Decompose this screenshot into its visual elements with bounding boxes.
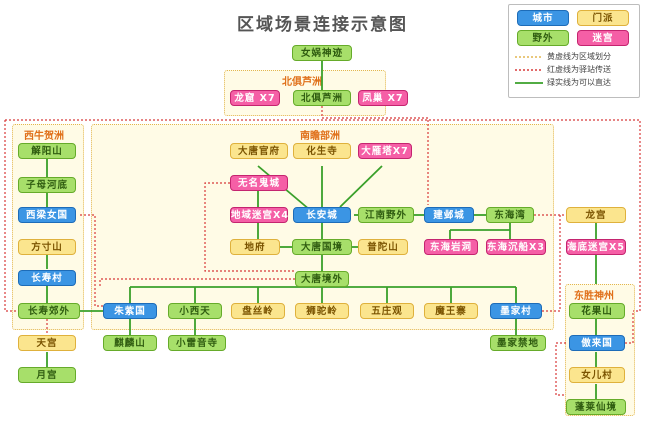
node-mojiacun[interactable]: 墨家村	[490, 303, 542, 319]
node-jieyangshan[interactable]: 解阳山	[18, 143, 76, 159]
legend-sect: 门派	[577, 10, 629, 26]
node-beijuluzhou[interactable]: 北俱芦洲	[293, 90, 351, 106]
node-nverecun[interactable]: 女儿村	[569, 367, 625, 383]
node-fengchao[interactable]: 凤巢 X7	[358, 90, 408, 106]
link-dayanta-changan	[339, 165, 383, 208]
node-changancheng[interactable]: 长安城	[293, 207, 351, 223]
node-putuoshan[interactable]: 普陀山	[358, 239, 408, 255]
legend-green-text: 绿实线为可以直达	[547, 78, 611, 87]
legend-red-text: 红虚线为驿站传送	[547, 65, 611, 74]
legend-dungeon: 迷宫	[577, 30, 629, 46]
node-donghaiyandong[interactable]: 东海岩洞	[424, 239, 478, 255]
node-mojiajindi[interactable]: 墨家禁地	[490, 335, 546, 351]
node-difumigong[interactable]: 地域迷宫X4	[230, 207, 288, 223]
node-datangguojing[interactable]: 大唐国境	[292, 239, 352, 255]
zone-beijuluzhou-title: 北俱芦洲	[282, 77, 322, 88]
node-datangjingwai[interactable]: 大唐境外	[295, 271, 349, 287]
tp-beiju-changan	[321, 106, 429, 205]
node-xiaoleiyinsi[interactable]: 小雷音寺	[168, 335, 226, 351]
page-title: 区域场景连接示意图	[237, 15, 408, 35]
legend-wild: 野外	[517, 30, 569, 46]
node-zhuziguo[interactable]: 朱紫国	[103, 303, 157, 319]
node-fangcunshan[interactable]: 方寸山	[18, 239, 76, 255]
tp-aolai-right	[625, 311, 634, 344]
node-mowangzhai[interactable]: 魔王寨	[424, 303, 478, 319]
node-changshoucun[interactable]: 长寿村	[18, 270, 76, 286]
zone-dongshengshenzhou-title: 东胜神州	[574, 291, 614, 302]
node-difu[interactable]: 地府	[230, 239, 280, 255]
legend-city: 城市	[517, 10, 569, 26]
tp-aolai-penglai	[555, 342, 566, 396]
node-haidimigong[interactable]: 海底迷宫X5	[566, 239, 626, 255]
tp-xiliang-zhuzi	[80, 214, 103, 307]
node-qilinshan[interactable]: 麒麟山	[103, 335, 157, 351]
node-longku[interactable]: 龙窟 X7	[230, 90, 280, 106]
node-xiliangnvguo[interactable]: 西梁女国	[18, 207, 76, 223]
tp-guicheng-jingwai	[204, 182, 295, 272]
node-datangguanfu[interactable]: 大唐官府	[230, 143, 288, 159]
node-jiangnanyewai[interactable]: 江南野外	[358, 207, 414, 223]
zone-xiniuhezhou-title: 西牛贺洲	[24, 131, 64, 142]
node-nuwa[interactable]: 女娲神迹	[292, 45, 352, 61]
node-changshoujiaowai[interactable]: 长寿郊外	[18, 303, 80, 319]
node-xiaoxitian[interactable]: 小西天	[168, 303, 222, 319]
node-wumingguicheng[interactable]: 无名鬼城	[230, 175, 288, 191]
legend: 城市 门派 野外 迷宫 黄虚线为区域划分 红虚线为驿站传送 绿实线为可以直达	[508, 4, 640, 98]
node-zimuhedi[interactable]: 子母河底	[18, 177, 76, 193]
node-wuzhuangguan[interactable]: 五庄观	[360, 303, 414, 319]
legend-yellow-text: 黄虚线为区域划分	[547, 52, 611, 61]
node-penglaixianjing[interactable]: 蓬莱仙境	[566, 399, 626, 415]
node-longgong[interactable]: 龙宫	[566, 207, 626, 223]
node-huashengsi[interactable]: 化生寺	[293, 143, 351, 159]
node-donghaiwan[interactable]: 东海湾	[486, 207, 534, 223]
node-donghaichenchuan[interactable]: 东海沉船X3	[486, 239, 546, 255]
tp-jingwai-west	[99, 278, 295, 286]
tp-mojia-east	[542, 215, 561, 312]
node-yuegong[interactable]: 月宫	[18, 367, 76, 383]
node-jianyecheng[interactable]: 建邺城	[424, 207, 474, 223]
zone-nanzhanbuzhou-title: 南瞻部洲	[300, 131, 340, 142]
node-shituoling[interactable]: 狮驼岭	[295, 303, 349, 319]
node-aolaiguo[interactable]: 傲来国	[569, 335, 625, 351]
node-pansiling[interactable]: 盘丝岭	[231, 303, 285, 319]
node-huaguoshan[interactable]: 花果山	[569, 303, 625, 319]
node-dayanta[interactable]: 大雁塔X7	[358, 143, 412, 159]
tp-top-loop	[5, 119, 641, 312]
tp-west-loop	[4, 120, 18, 312]
node-tiangong[interactable]: 天宫	[18, 335, 76, 351]
